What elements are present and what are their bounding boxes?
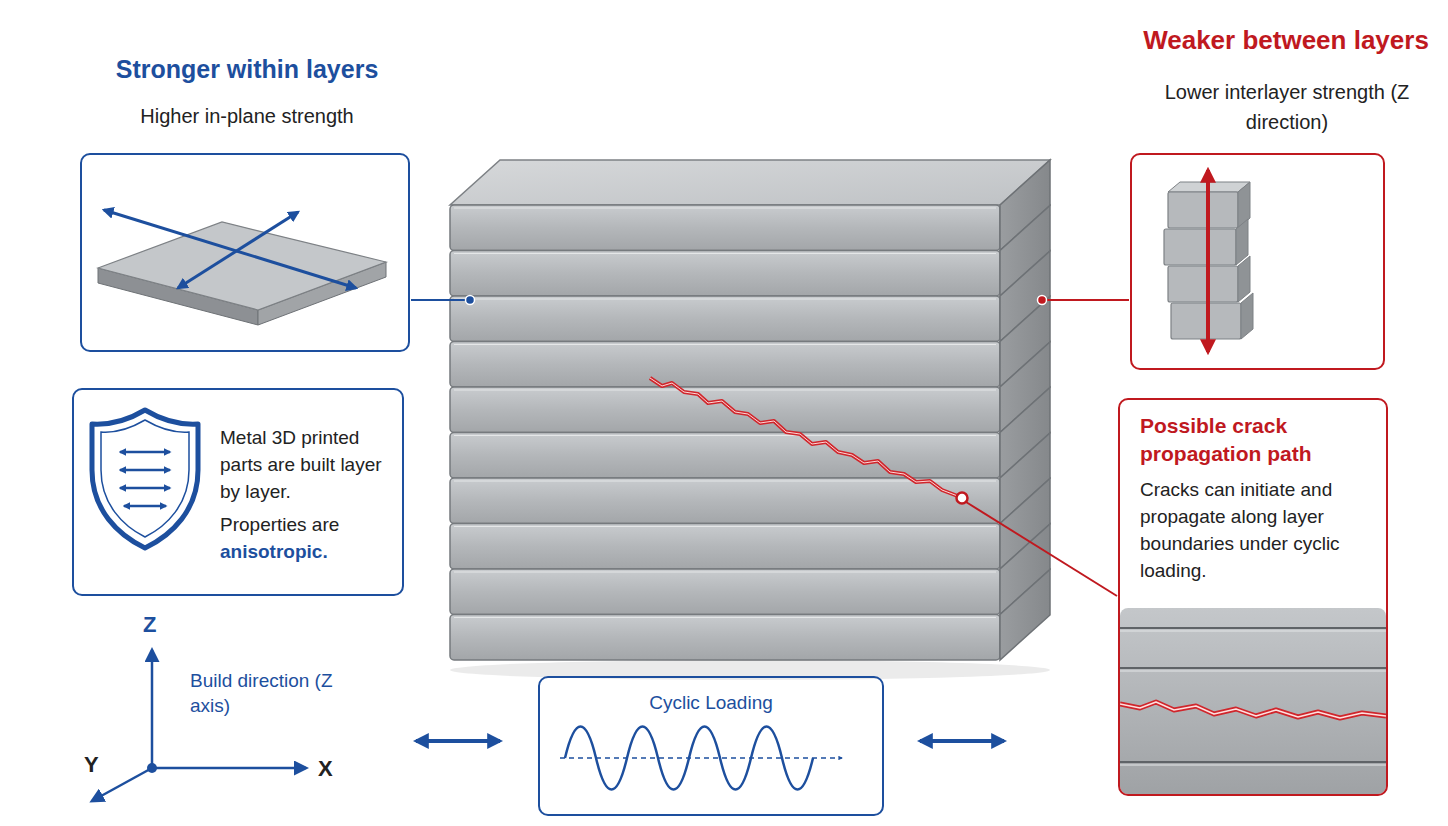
callout-body: Cracks can initiate and propagate along …	[1140, 476, 1374, 584]
leader-line	[411, 296, 1129, 597]
loading-box: Cyclic Loading	[538, 676, 884, 816]
axis-label: X	[318, 756, 333, 782]
callout-heading: Weaker between layers	[1128, 25, 1444, 56]
box-title: Cyclic Loading	[540, 692, 882, 714]
text-group: Possible crack propagation pathCracks ca…	[1140, 412, 1374, 584]
load-wave	[560, 727, 842, 790]
info-box: Metal 3D printed parts are built layer b…	[72, 388, 404, 596]
stack-illustration	[1164, 170, 1253, 352]
axis-label: Y	[84, 752, 99, 778]
axis-caption: Build direction (Z axis)	[190, 668, 335, 718]
crack-callout-box: Possible crack propagation pathCracks ca…	[1118, 398, 1388, 796]
info-text: Metal 3D printed parts are built layer b…	[220, 424, 400, 505]
info-text: Properties are	[220, 511, 400, 538]
weakness-callout-box: Weaker between layersLower interlayer st…	[1130, 153, 1385, 370]
text-group: Metal 3D printed parts are built layer b…	[220, 400, 400, 588]
callout-heading: Possible crack propagation path	[1140, 412, 1374, 468]
axis-label: Z	[143, 612, 156, 638]
emphasis-text: anisotropic.	[220, 538, 400, 565]
callout-heading: Stronger within layers	[62, 55, 432, 84]
crack-path	[650, 378, 962, 498]
layered-block	[450, 160, 1050, 680]
plate-illustration	[98, 210, 386, 325]
shield-icon	[92, 410, 198, 548]
strength-callout-box: Stronger within layersHigher in-plane st…	[80, 153, 410, 352]
load-arrow	[416, 741, 1004, 742]
callout-subtitle: Lower interlayer strength (Z direction)	[1162, 77, 1412, 137]
crack-closeup	[1120, 608, 1386, 794]
callout-subtitle: Higher in-plane strength	[62, 105, 432, 128]
